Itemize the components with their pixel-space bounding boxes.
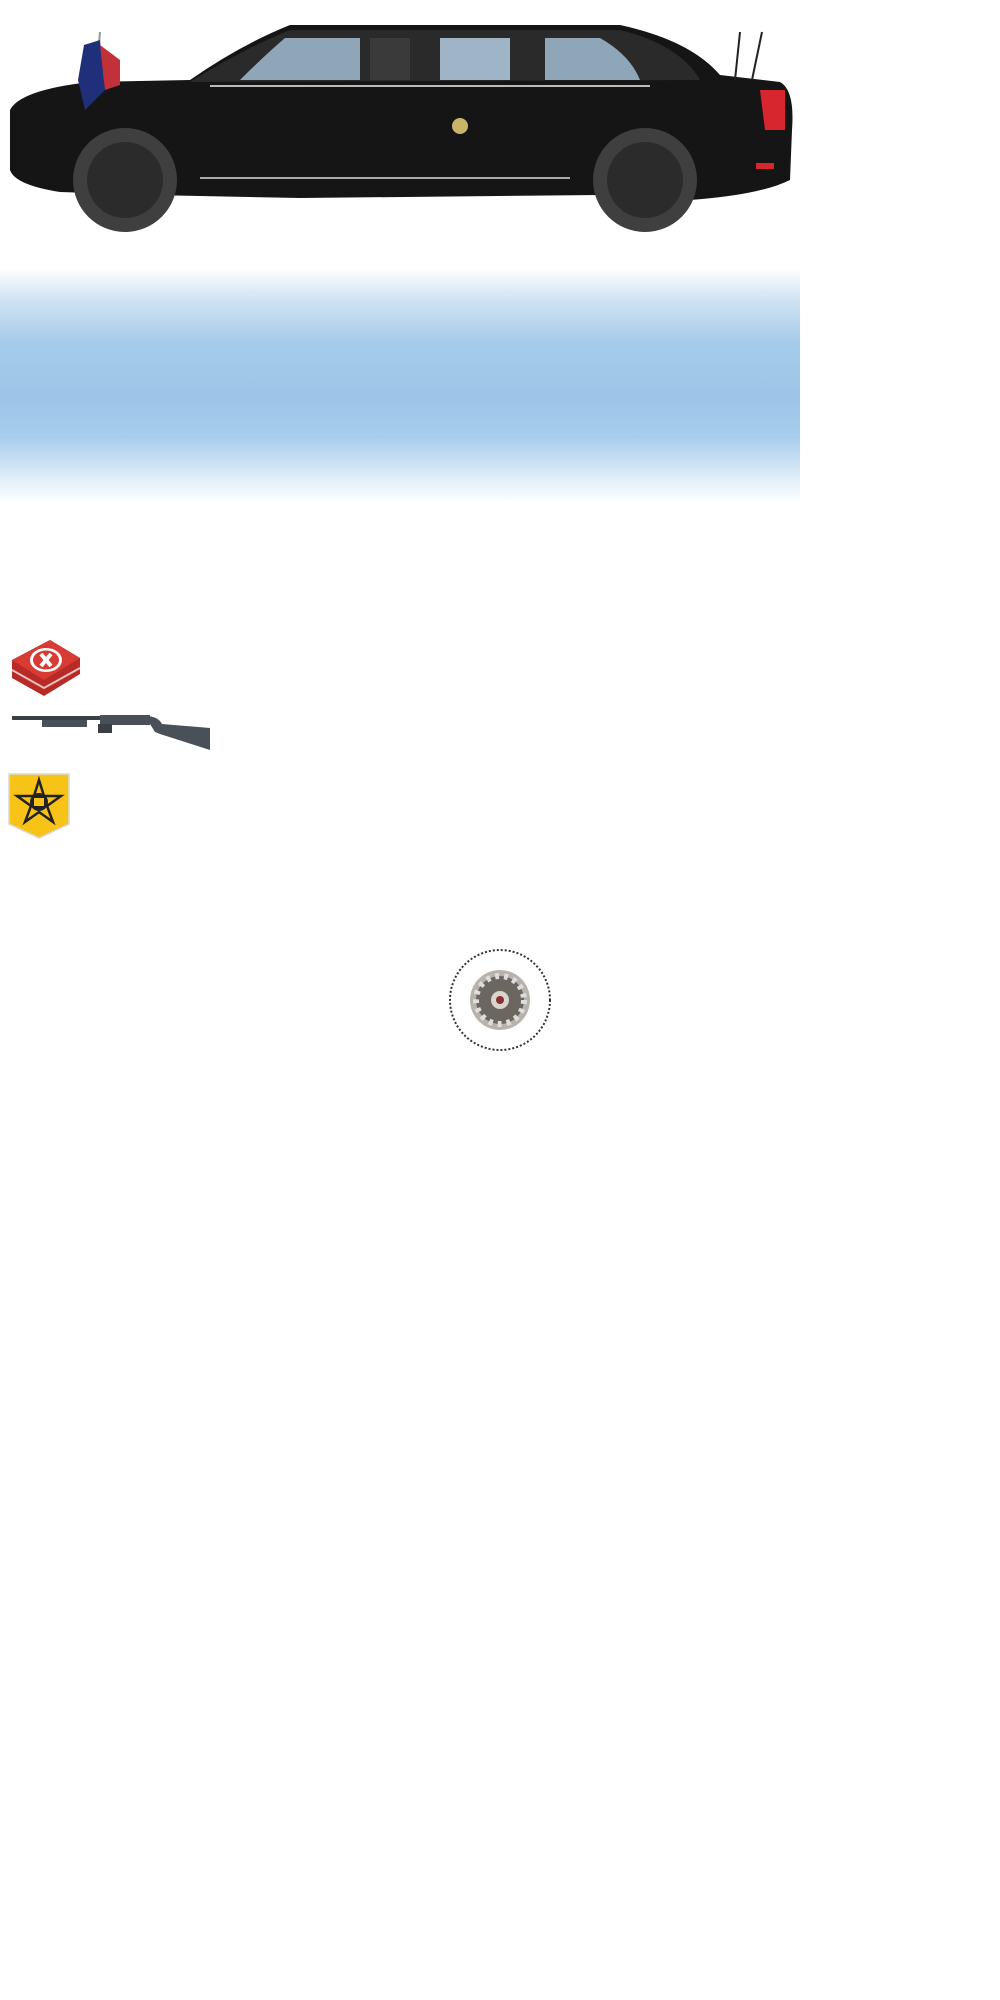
wheel-icon — [449, 949, 551, 1051]
secret-service-badge-icon — [8, 773, 70, 839]
first-aid-kit-icon — [11, 640, 81, 696]
shotgun-icon — [12, 715, 210, 750]
sky-gradient-banner — [0, 268, 800, 503]
presidential-limousine-icon — [10, 25, 793, 232]
